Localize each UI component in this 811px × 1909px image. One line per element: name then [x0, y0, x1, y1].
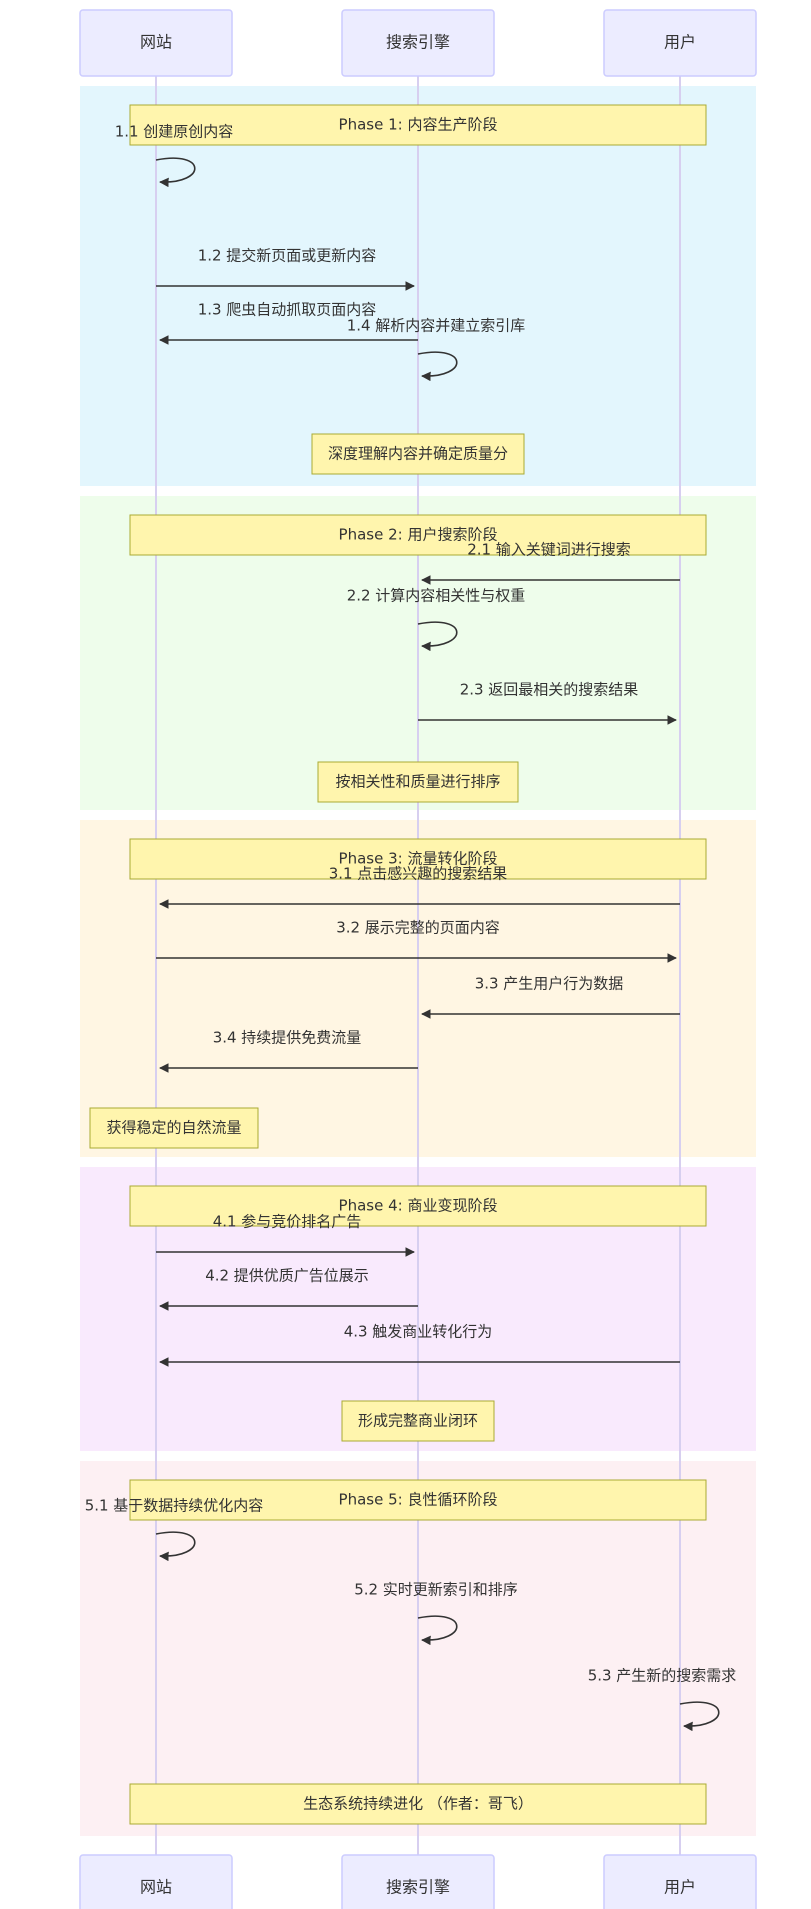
actor-label: 用户: [664, 33, 696, 52]
message-label: 2.3 返回最相关的搜索结果: [460, 681, 639, 699]
actor-box: [79, 9, 233, 77]
actor-user-top[interactable]: 用户: [603, 9, 757, 77]
message-label: 1.3 爬虫自动抓取页面内容: [198, 301, 377, 319]
actor-label: 搜索引擎: [386, 1878, 450, 1897]
note-box: [341, 1400, 495, 1442]
actor-user-bottom[interactable]: 用户: [603, 1854, 757, 1909]
actor-label: 网站: [140, 33, 172, 52]
actor-label: 搜索引擎: [386, 33, 450, 52]
message-label: 3.1 点击感兴趣的搜索结果: [329, 865, 508, 883]
message-label: 2.2 计算内容相关性与权重: [347, 587, 526, 605]
lifelines: [155, 76, 681, 1855]
message: 1.2 提交新页面或更新内容: [156, 247, 415, 291]
self-message-arrow: [417, 351, 458, 382]
actor-site-bottom[interactable]: 网站: [79, 1854, 233, 1909]
message: 3.3 产生用户行为数据: [421, 975, 680, 1019]
message: 5.3 产生新的搜索需求: [588, 1667, 737, 1732]
note-label: 深度理解内容并确定质量分: [328, 445, 508, 463]
diagram-content: Phase 1: 内容生产阶段 1.1 创建原创内容 1.2 提交新页面或更新内容 1…: [85, 104, 737, 1825]
self-message-arrow: [155, 157, 196, 188]
message: 1.3 爬虫自动抓取页面内容: [159, 301, 418, 345]
actor-box: [603, 1854, 757, 1909]
self-message-arrow: [155, 1531, 196, 1562]
actor-box: [341, 9, 495, 77]
self-message-arrow: [679, 1701, 720, 1732]
message-label: 5.3 产生新的搜索需求: [588, 1667, 737, 1685]
note-label: 形成完整商业闭环: [358, 1412, 478, 1430]
actor-box: [79, 1854, 233, 1909]
message-label: 3.4 持续提供免费流量: [213, 1029, 362, 1047]
actor-label: 网站: [140, 1878, 172, 1897]
phase-header-box: [129, 514, 707, 556]
note-box: [129, 1783, 707, 1825]
actors: 网站搜索引擎用户网站搜索引擎用户: [79, 9, 757, 1909]
phase-header-box: [129, 1479, 707, 1521]
message-label: 4.3 触发商业转化行为: [344, 1323, 493, 1341]
actor-box: [341, 1854, 495, 1909]
phase-1: Phase 1: 内容生产阶段 1.1 创建原创内容 1.2 提交新页面或更新内容 1…: [115, 104, 707, 475]
message: 1.4 解析内容并建立索引库: [347, 317, 526, 382]
note-box: [311, 433, 525, 475]
actor-engine-top[interactable]: 搜索引擎: [341, 9, 495, 77]
message-label: 3.2 展示完整的页面内容: [336, 919, 500, 937]
message: 5.2 实时更新索引和排序: [354, 1581, 518, 1646]
message: 4.1 参与竞价排名广告: [156, 1213, 415, 1257]
note-box: [317, 761, 519, 803]
actor-label: 用户: [664, 1878, 696, 1897]
actor-box: [603, 9, 757, 77]
message-label: 5.2 实时更新索引和排序: [354, 1581, 518, 1599]
message: 1.1 创建原创内容: [115, 123, 234, 188]
message-label: 4.1 参与竞价排名广告: [213, 1213, 362, 1231]
phase-header-label: Phase 5: 良性循环阶段: [339, 1491, 498, 1509]
message: 2.3 返回最相关的搜索结果: [418, 681, 677, 725]
phase-5: Phase 5: 良性循环阶段 5.1 基于数据持续优化内容 5.2 实时更新索引和…: [85, 1479, 737, 1825]
message-label: 1.4 解析内容并建立索引库: [347, 317, 526, 335]
message: 3.2 展示完整的页面内容: [156, 919, 677, 963]
message: 4.2 提供优质广告位展示: [159, 1267, 418, 1311]
self-message-arrow: [417, 621, 458, 652]
message-label: 3.3 产生用户行为数据: [475, 975, 624, 993]
message: 2.2 计算内容相关性与权重: [347, 587, 526, 652]
actor-site-top[interactable]: 网站: [79, 9, 233, 77]
message: 5.1 基于数据持续优化内容: [85, 1497, 264, 1562]
message: 3.1 点击感兴趣的搜索结果: [159, 865, 680, 909]
self-message-arrow: [417, 1615, 458, 1646]
phase-header-box: [129, 104, 707, 146]
phase-header-label: Phase 4: 商业变现阶段: [339, 1197, 498, 1215]
phase-header-label: Phase 2: 用户搜索阶段: [339, 526, 498, 544]
note-box: [89, 1107, 259, 1149]
message-label: 1.1 创建原创内容: [115, 123, 234, 141]
actor-engine-bottom[interactable]: 搜索引擎: [341, 1854, 495, 1909]
phase-header-box: [129, 838, 707, 880]
message-label: 5.1 基于数据持续优化内容: [85, 1497, 264, 1515]
message: 3.4 持续提供免费流量: [159, 1029, 418, 1073]
note-label: 生态系统持续进化 （作者：哥飞）: [303, 1795, 533, 1813]
message: 2.1 输入关键词进行搜索: [421, 541, 680, 585]
message: 4.3 触发商业转化行为: [159, 1323, 680, 1367]
message-label: 4.2 提供优质广告位展示: [205, 1267, 369, 1285]
message-label: 1.2 提交新页面或更新内容: [198, 247, 377, 265]
phase-header-box: [129, 1185, 707, 1227]
phase-header-label: Phase 3: 流量转化阶段: [339, 850, 498, 868]
message-label: 2.1 输入关键词进行搜索: [467, 541, 631, 559]
phase-header-label: Phase 1: 内容生产阶段: [339, 116, 498, 134]
note-label: 获得稳定的自然流量: [106, 1119, 241, 1137]
note-label: 按相关性和质量进行排序: [335, 773, 500, 791]
